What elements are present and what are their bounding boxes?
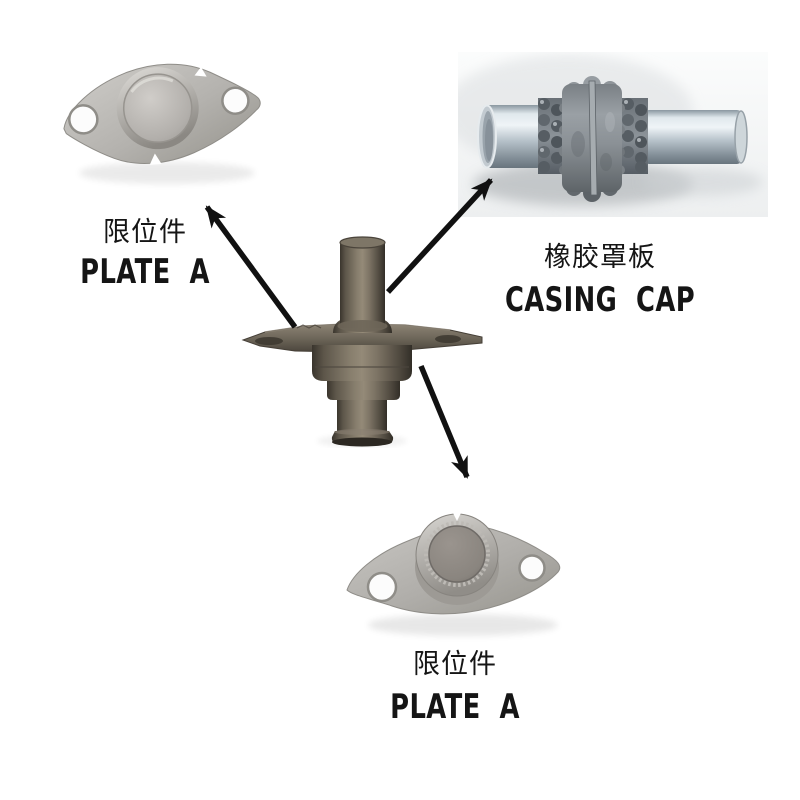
assembly-bell <box>312 345 412 381</box>
plate-a-bottom-notch-right <box>551 573 562 583</box>
photo-casing-cap <box>458 52 768 217</box>
plate-a-top-label-cn: 限位件 <box>103 217 187 248</box>
casing-cap-right-tube <box>644 110 748 164</box>
plate-a-bottom-label-cn: 限位件 <box>413 649 497 680</box>
casing-cap-knurl-right <box>622 98 648 174</box>
callout-plate-a-bottom: 限位件 PLATE A <box>330 651 580 724</box>
casing-cap-label-cn: 橡胶罩板 <box>544 242 656 273</box>
photo-plate-a-top <box>55 42 270 197</box>
plate-a-bottom-illustration <box>346 513 562 636</box>
plate-a-bottom-hole-right <box>518 554 546 582</box>
casing-cap-hub <box>559 76 625 202</box>
plate-a-bottom-shadow <box>368 614 558 636</box>
assembly-lower-tube <box>337 400 387 431</box>
photo-plate-a-bottom <box>335 495 585 645</box>
plate-a-bottom-collar <box>415 513 499 605</box>
plate-a-bottom-label-en: PLATE A <box>390 687 520 727</box>
callout-casing-cap: 橡胶罩板 CASING CAP <box>460 244 740 317</box>
plate-a-top-boss-highlight <box>130 76 174 93</box>
plate-a-top-boss-face <box>122 73 193 143</box>
casing-cap-shadow-right <box>643 168 763 196</box>
plate-a-top-shadow <box>79 162 255 184</box>
assembly-illustration <box>241 236 483 447</box>
plate-a-top-illustration <box>63 63 261 184</box>
plate-a-top-hole-left <box>68 104 99 135</box>
casing-cap-knurl-left <box>538 98 564 174</box>
casing-cap-label-en: CASING CAP <box>504 280 696 320</box>
assembly-shaft <box>337 236 388 332</box>
plate-a-top-notch-bottom <box>149 153 162 165</box>
assembly-flange <box>241 323 483 353</box>
callout-plate-a-top: 限位件 PLATE A <box>40 219 250 289</box>
assembly-bottom-lip <box>331 429 394 447</box>
plate-a-top-notch-top <box>194 67 207 77</box>
plate-a-top-hole-right <box>221 86 250 115</box>
plate-a-top-label-en: PLATE A <box>80 252 210 292</box>
assembly-step-ring <box>327 381 400 400</box>
plate-a-bottom-hole-left <box>366 571 398 603</box>
casing-cap-illustration <box>458 52 768 217</box>
casing-cap-left-tube <box>477 104 542 169</box>
photo-assembly <box>235 233 490 448</box>
